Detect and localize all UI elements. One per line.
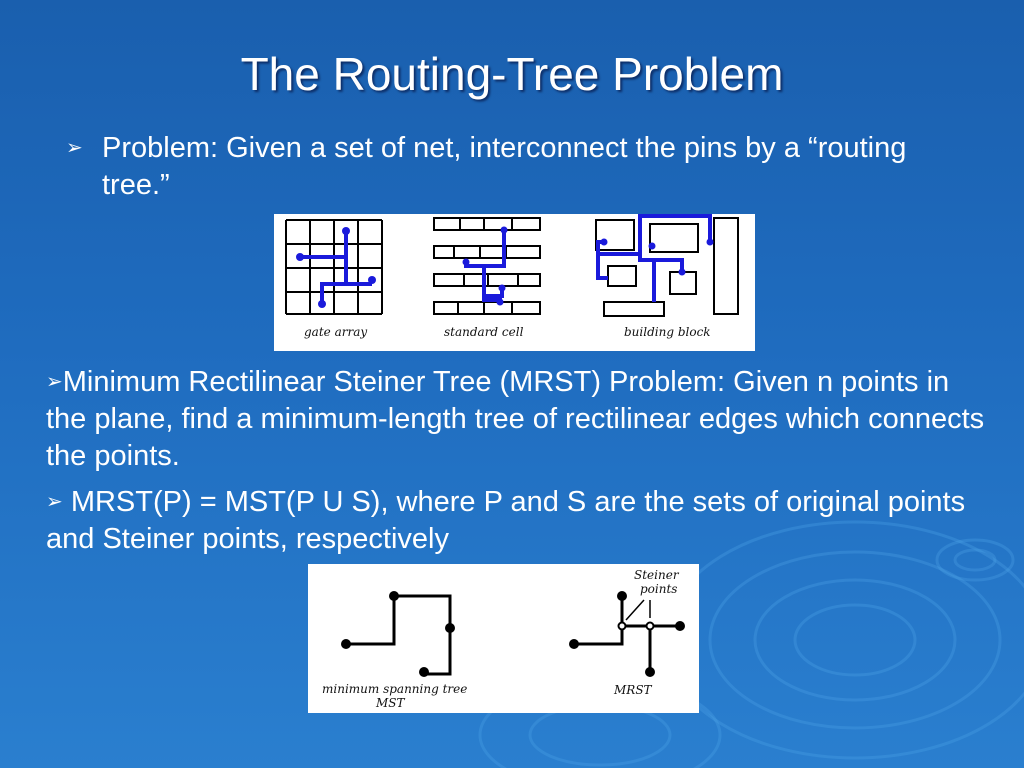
- arrow-bullet-icon: ➢: [46, 371, 63, 393]
- steiner-point-markers: [617, 621, 655, 631]
- caption-steiner-line2: points: [640, 582, 677, 596]
- arrow-bullet-icon: ➢: [46, 491, 63, 513]
- caption-standard-cell: standard cell: [444, 325, 524, 339]
- steiner-arrows: [625, 599, 651, 621]
- mrst-diagram: [574, 596, 680, 672]
- caption-mrst: MRST: [613, 683, 653, 697]
- caption-mst-line2: MST: [375, 696, 406, 710]
- bullet-mrst-formula: ➢ MRST(P) = MST(P U S), where P and S ar…: [46, 484, 996, 558]
- caption-mst-line1: minimum spanning tree: [322, 682, 467, 696]
- mst-diagram: [346, 594, 452, 676]
- building-block-diagram: [595, 217, 739, 317]
- mst-vs-mrst-figure: Steiner points minimum spanning tree MST…: [308, 564, 699, 713]
- bullet-mrst-definition-text: Minimum Rectilinear Steiner Tree (MRST) …: [46, 366, 985, 472]
- routing-examples-figure: gate array standard cell building block: [274, 214, 755, 351]
- caption-building-block: building block: [624, 325, 711, 339]
- standard-cell-diagram: [433, 217, 541, 315]
- bullet-mrst-definition: ➢Minimum Rectilinear Steiner Tree (MRST)…: [46, 364, 996, 475]
- arrow-bullet-icon: ➢: [66, 137, 83, 159]
- caption-steiner-line1: Steiner: [634, 568, 680, 582]
- bullet-mrst-formula-text: MRST(P) = MST(P U S), where P and S are …: [46, 486, 966, 555]
- bullet-problem-text: Problem: Given a set of net, interconnec…: [102, 132, 907, 201]
- caption-gate-array: gate array: [304, 325, 367, 339]
- gate-array-diagram: [285, 219, 383, 315]
- slide-title: The Routing-Tree Problem: [240, 48, 784, 100]
